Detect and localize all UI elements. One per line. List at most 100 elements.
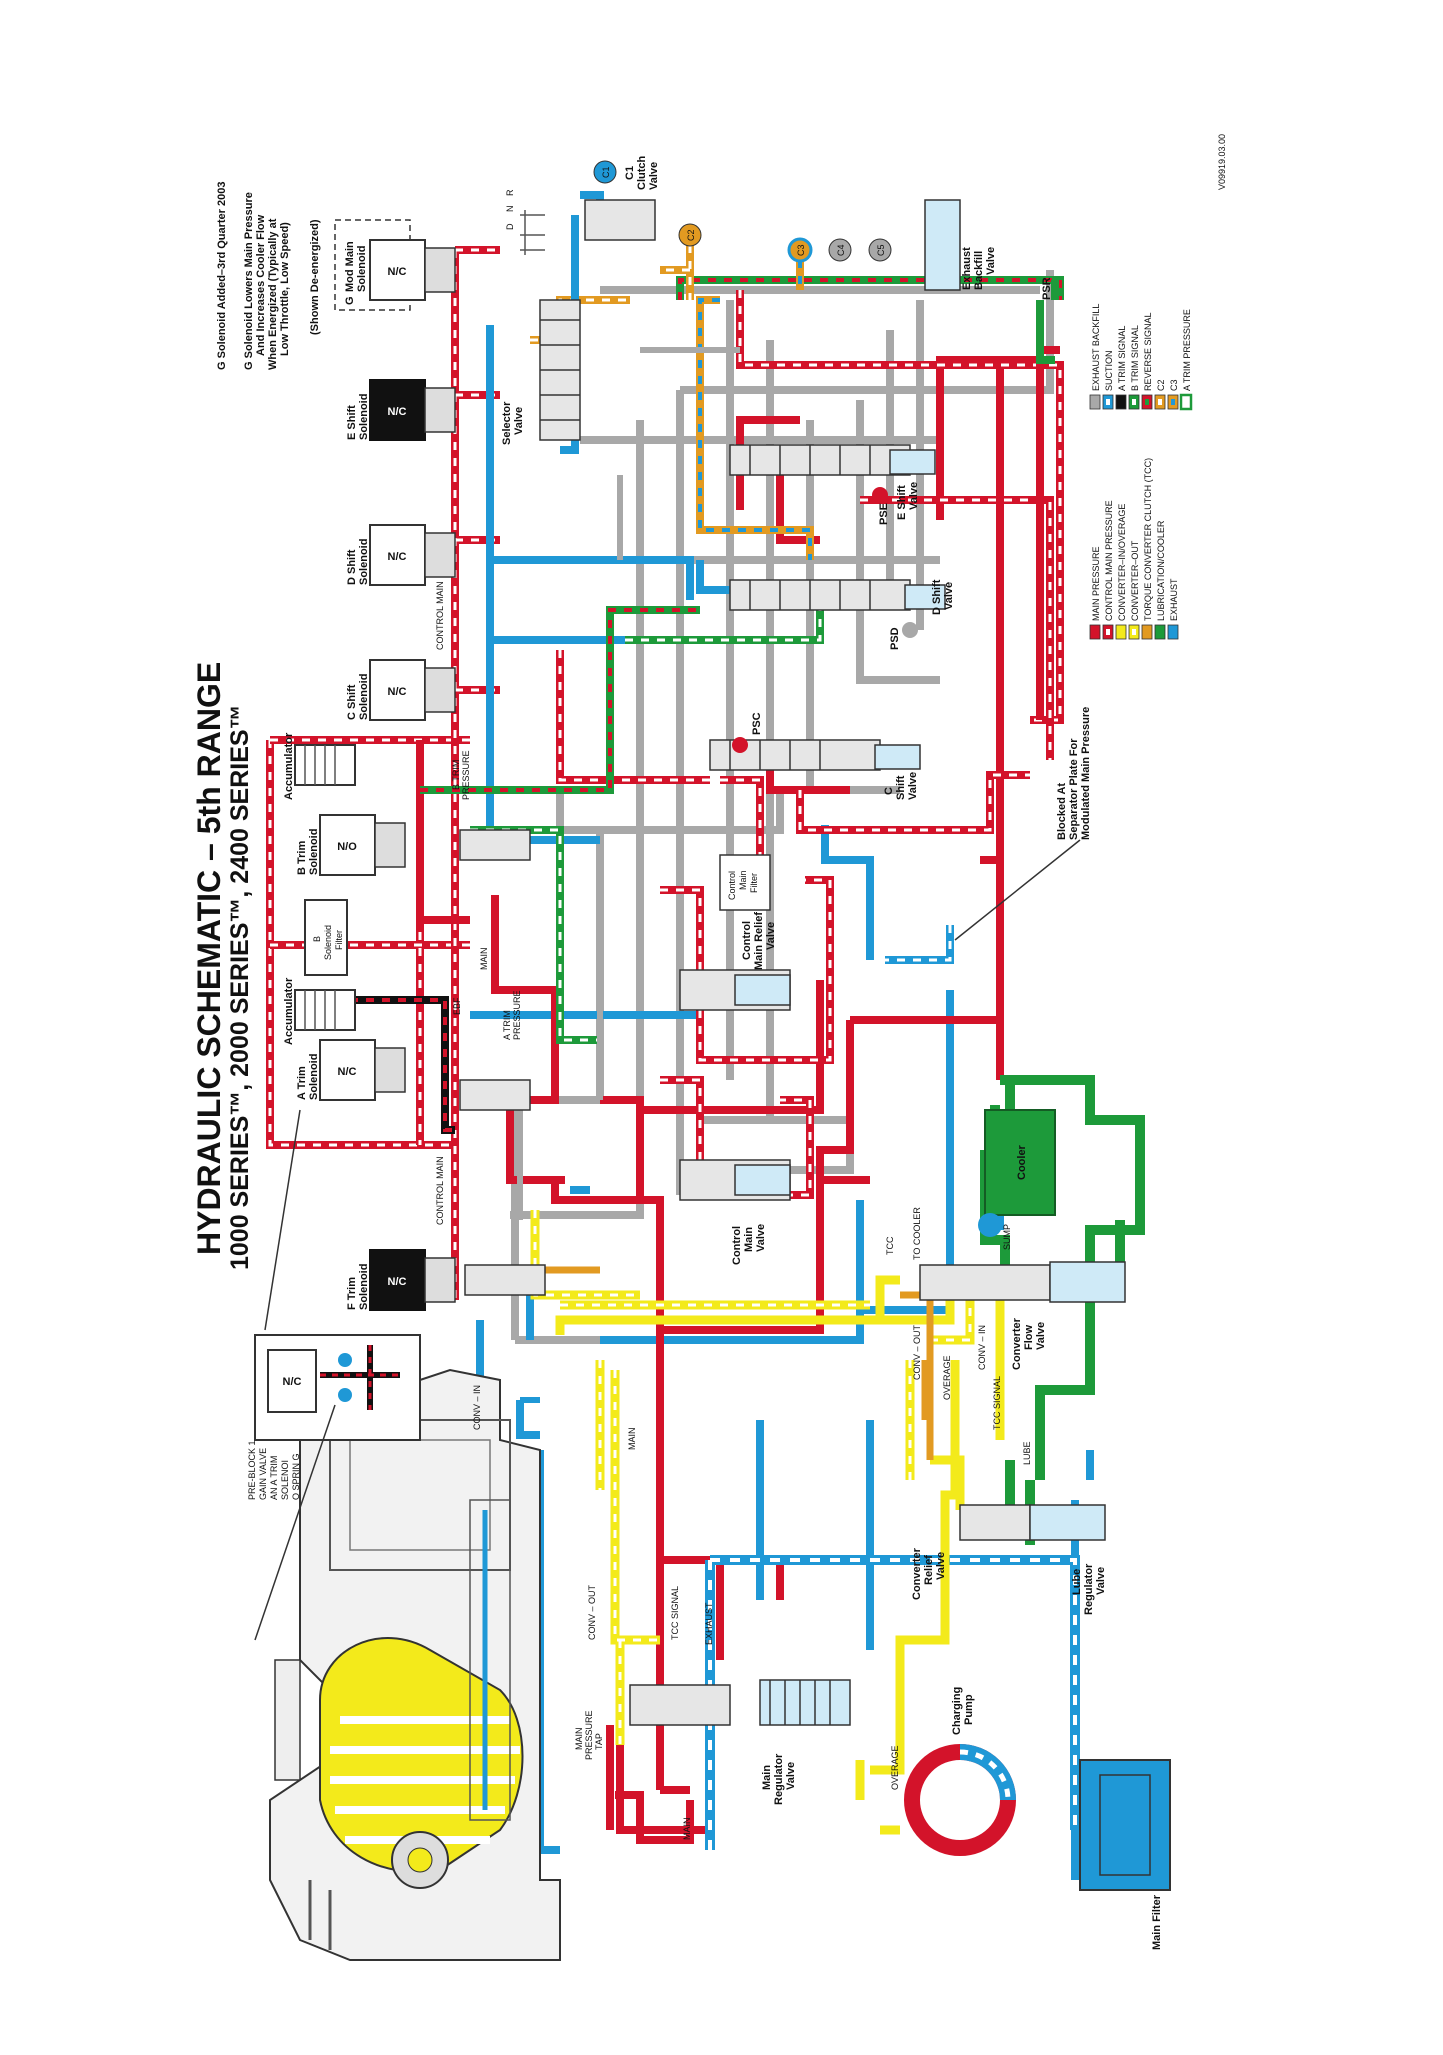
legend-item-a-6: EXHAUST bbox=[1167, 578, 1179, 640]
legend-swatch bbox=[1141, 624, 1153, 640]
conv-relief-label-2: Relief bbox=[923, 1555, 935, 1585]
pse-switch bbox=[872, 487, 888, 503]
legend-item-a-1: CONTROL MAIN PRESSURE bbox=[1102, 500, 1114, 640]
pump-label-2: Pump bbox=[963, 1694, 975, 1725]
clutch-c3 bbox=[787, 237, 813, 263]
preblock-line-3: AN A TRIM bbox=[269, 1456, 279, 1500]
preblock-inset: N/C PRE-BLOCK 1 GAIN VALVE AN A TRIM SOL… bbox=[247, 1334, 421, 1641]
clutch-c5-label: C5 bbox=[876, 244, 886, 256]
g-solenoid-label-3: Solenoid bbox=[356, 246, 368, 292]
a-solenoid-nc: N/C bbox=[338, 1066, 357, 1078]
control-main-label-top: CONTROL MAIN bbox=[435, 581, 445, 650]
e-shift-valve-label-1: E Shift bbox=[896, 485, 908, 520]
note-1: G Solenoid Added–3rd Quarter 2003 bbox=[216, 182, 228, 370]
c1-clutch-label-1: C1 bbox=[624, 166, 636, 180]
main-regulator-valve bbox=[629, 1684, 731, 1726]
b-trim-pressure-1: B TRIM bbox=[451, 760, 461, 790]
e-solenoid-label-2: Solenoid bbox=[358, 394, 370, 440]
legend-swatch bbox=[1089, 624, 1101, 640]
main-reg-label-1: Main bbox=[761, 1765, 773, 1790]
legend-label: SUCTION bbox=[1104, 351, 1114, 392]
overage-label-bottom: OVERAGE bbox=[890, 1745, 900, 1790]
preblock-line-5: O SPRIN G bbox=[291, 1453, 301, 1500]
f-solenoid-label-1: F Trim bbox=[346, 1277, 358, 1310]
cm-valve-label-2: Main bbox=[743, 1227, 755, 1252]
converter-in-lines bbox=[555, 1270, 1005, 1835]
legend-swatch-pattern bbox=[1132, 399, 1136, 405]
converter-relief-valve bbox=[959, 1504, 1031, 1541]
legend-item-b-3: B TRIM SIGNAL bbox=[1128, 325, 1140, 410]
cm-filter-label-1: Control bbox=[727, 871, 737, 900]
legend-item-b-4: REVERSE SIGNAL bbox=[1141, 312, 1153, 410]
psd-switch bbox=[902, 622, 918, 638]
f-solenoid-label-2: Solenoid bbox=[358, 1264, 370, 1310]
a-solenoid-label-1: A Trim bbox=[296, 1066, 308, 1100]
pressure-switches bbox=[732, 487, 918, 753]
c-solenoid-label-2: Solenoid bbox=[358, 674, 370, 720]
tcc-label: TCC bbox=[885, 1236, 895, 1255]
legend-item-a-2: CONVERTER–IN/OVERAGE bbox=[1115, 504, 1127, 640]
note-4: When Energized (Typically at bbox=[267, 218, 279, 370]
clutch-c2 bbox=[678, 223, 702, 247]
backfill-label-2: Backfill bbox=[973, 251, 985, 290]
c-solenoid-nc: N/C bbox=[388, 686, 407, 698]
lube-reg-label-2: Regulator bbox=[1083, 1563, 1095, 1615]
f-solenoid-nc: N/C bbox=[388, 1276, 407, 1288]
selector-label-1: Selector bbox=[501, 401, 513, 445]
legend-item-b-7: A TRIM PRESSURE bbox=[1179, 309, 1193, 411]
pse-label: PSE bbox=[878, 503, 890, 525]
legend-label: CONTROL MAIN PRESSURE bbox=[1104, 500, 1114, 621]
clutch-c5 bbox=[868, 238, 892, 262]
cm-relief-label-2: Main Relief bbox=[753, 912, 765, 970]
c1-clutch-label-2: Clutch bbox=[636, 156, 648, 191]
title-line-1: HYDRAULIC SCHEMATIC – 5th RANGE bbox=[191, 662, 227, 1255]
preblock-nc-label: N/C bbox=[283, 1376, 302, 1388]
prndl-d: D bbox=[505, 223, 515, 230]
b-trim-valve bbox=[459, 829, 531, 861]
cm-filter-label-3: Filter bbox=[749, 873, 759, 893]
legend-label: EXHAUST bbox=[1169, 578, 1179, 621]
prndl-n: N bbox=[505, 206, 515, 213]
cooler-box bbox=[984, 1109, 1056, 1216]
conv-flow-label-2: Flow bbox=[1023, 1325, 1035, 1350]
legend-item-b-5: C2 bbox=[1154, 379, 1166, 410]
legend-swatch-pattern bbox=[1106, 629, 1110, 635]
accumulator-top-label: Accumulator bbox=[283, 732, 295, 800]
blocked-line-2: Separator Plate For bbox=[1068, 738, 1080, 840]
conv-in-label-right: CONV – IN bbox=[977, 1325, 987, 1370]
legend-swatch bbox=[1179, 393, 1193, 411]
legend-swatch-pattern bbox=[1132, 629, 1136, 635]
note-5: Low Throttle, Low Speed) bbox=[279, 222, 291, 356]
main-label-mid: MAIN bbox=[479, 948, 489, 971]
lube-regulator-valve bbox=[1029, 1504, 1106, 1541]
legend-label: B TRIM SIGNAL bbox=[1130, 325, 1140, 391]
cm-relief-label-3: Valve bbox=[765, 922, 777, 950]
d-solenoid-nc: N/C bbox=[388, 551, 407, 563]
legend-item-b-1: SUCTION bbox=[1102, 351, 1114, 410]
lube-reg-label-3: Valve bbox=[1095, 1567, 1107, 1595]
exhaust-label-left: EXHAUST bbox=[704, 1602, 714, 1645]
legend-label: MAIN PRESSURE bbox=[1091, 546, 1101, 621]
e-shift-valve bbox=[729, 444, 911, 476]
overage-label-right: OVERAGE bbox=[942, 1355, 952, 1400]
accumulator-bottom-label: Accumulator bbox=[283, 977, 295, 1045]
c-shift-valve-label-1: C bbox=[883, 787, 895, 795]
g-solenoid-nc: N/C bbox=[388, 266, 407, 278]
exhaust-backfill-valve bbox=[924, 199, 961, 291]
legend-label: C3 bbox=[1169, 379, 1179, 391]
d-solenoid-label-1: D Shift bbox=[346, 549, 358, 585]
document-code: V09919.03.00 bbox=[1217, 134, 1227, 190]
a-trim-signal-lines bbox=[350, 996, 455, 1134]
lube-reg-label-1: Lube bbox=[1071, 1569, 1083, 1595]
a-trim-pressure-1: A TRIM bbox=[502, 1010, 512, 1040]
legend-item-a-4: TORQUE CONVERTER CLUTCH (TCC) bbox=[1141, 458, 1153, 640]
to-cooler-label: TO COOLER bbox=[912, 1207, 922, 1260]
e-solenoid-nc: N/C bbox=[388, 406, 407, 418]
clutch-indicators: C1 C2 C3 C4 C5 bbox=[593, 160, 892, 263]
control-main-filter bbox=[719, 854, 771, 911]
sump-label: SUMP bbox=[1002, 1224, 1012, 1250]
b-solenoid-label-1: B Trim bbox=[296, 841, 308, 875]
legend-swatch-pattern bbox=[1106, 399, 1110, 405]
